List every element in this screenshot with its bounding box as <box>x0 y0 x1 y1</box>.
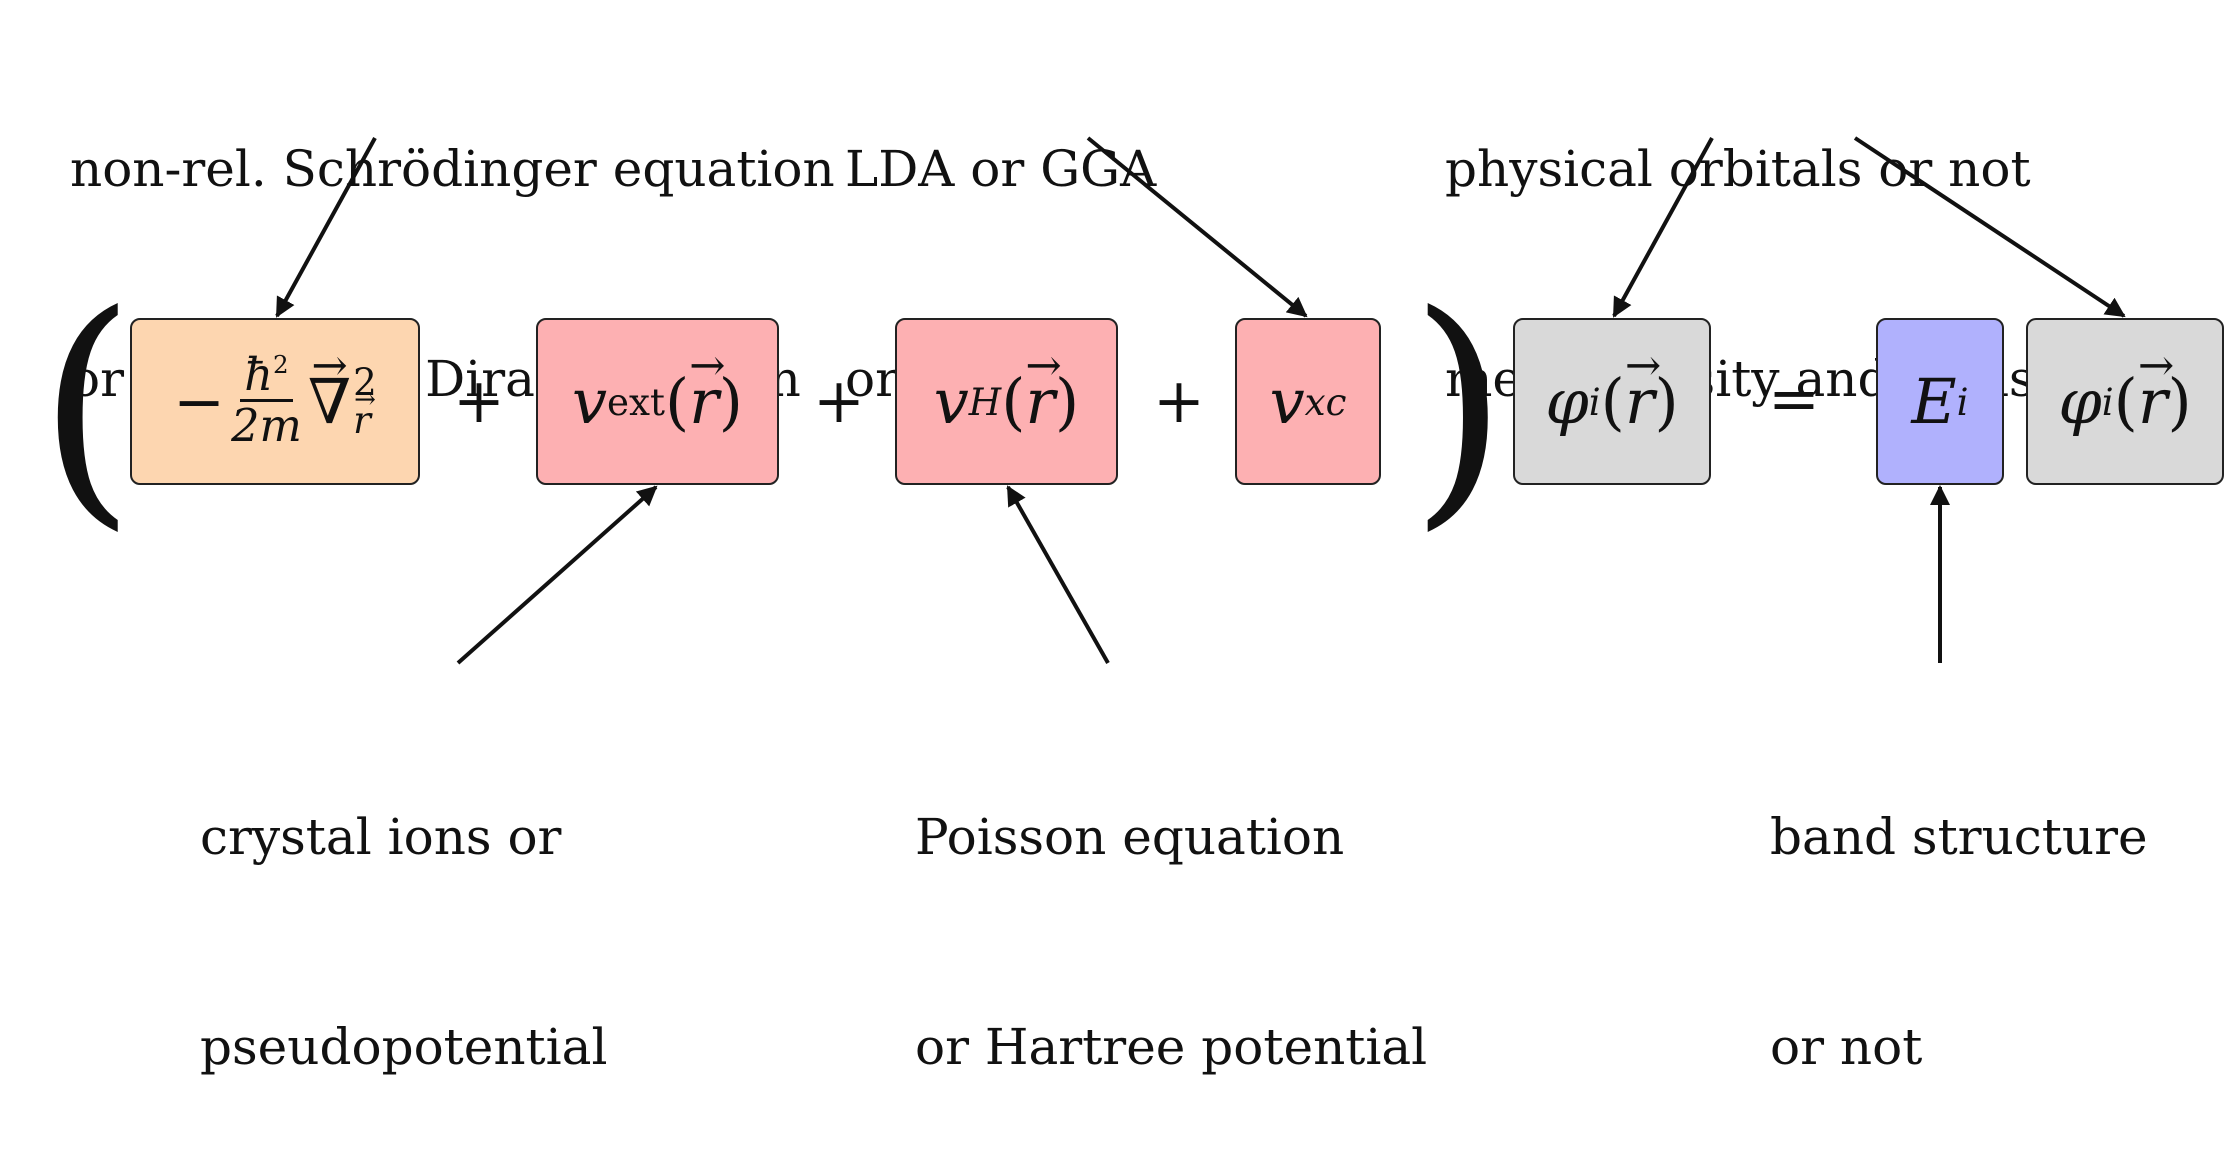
arrow-functional <box>1086 136 1308 318</box>
phi-symbol: φ <box>2058 365 2102 438</box>
orbital-box-right: φi(r) <box>2026 318 2224 485</box>
phi-symbol: φ <box>1545 365 1589 438</box>
open-paren: ( <box>1600 365 1625 438</box>
v-symbol: v <box>1269 365 1305 438</box>
plus-sign: + <box>1153 364 1205 437</box>
arrow-ions <box>456 485 658 665</box>
open-paren: ( <box>1001 365 1026 438</box>
orbital-box-left: φi(r) <box>1513 318 1711 485</box>
annotation-line: or not <box>1770 1018 1923 1076</box>
annotation-line: Poisson equation <box>915 808 1345 866</box>
kinetic-term-box: − ħ2 2m ∇ 2 r <box>130 318 420 485</box>
plus-sign: + <box>453 364 505 437</box>
nabla-operator: ∇ <box>308 341 352 438</box>
position-vector: r <box>1025 341 1055 438</box>
open-paren: ( <box>2113 365 2138 438</box>
plus-sign: + <box>813 364 865 437</box>
position-vector: r <box>689 341 719 438</box>
annotation-line: band structure <box>1770 808 2148 866</box>
minus-sign: − <box>173 365 226 438</box>
nabla-subscript: r <box>353 387 377 439</box>
arrow-schrodinger <box>275 137 377 318</box>
annotation-line: physical orbitals or not <box>1445 140 2031 198</box>
annotation-line: or Hartree potential <box>915 1018 1428 1076</box>
v-symbol: v <box>571 365 608 438</box>
position-vector: r <box>2138 341 2168 438</box>
annotation-line: pseudopotential <box>200 1018 608 1076</box>
hbar-symbol: ħ <box>244 349 274 402</box>
i-subscript: i <box>1956 379 1969 424</box>
left-parenthesis: ( <box>38 261 136 552</box>
fraction-denominator: 2m <box>231 399 302 452</box>
arrow-basis-set <box>1853 136 2126 318</box>
annotation-line: non-rel. Schrödinger equation <box>70 140 835 198</box>
arrow-physical-orbitals <box>1612 137 1714 318</box>
energy-symbol: E <box>1911 365 1957 438</box>
i-subscript: i <box>1588 379 1601 424</box>
equals-sign: = <box>1768 362 1820 435</box>
arrow-layer <box>275 136 2126 665</box>
v-symbol: v <box>933 365 969 438</box>
xc-subscript: xc <box>1304 379 1347 424</box>
ext-subscript: ext <box>607 379 665 424</box>
annotation-line: LDA or GGA <box>845 140 1157 198</box>
open-paren: ( <box>664 365 690 438</box>
hbar-fraction: ħ2 2m <box>231 352 302 451</box>
hbar-exponent: 2 <box>273 349 289 379</box>
position-vector: r <box>1625 341 1655 438</box>
arrow-poisson <box>1006 485 1110 664</box>
right-parenthesis: ) <box>1410 261 1508 552</box>
annotation-line: crystal ions or <box>200 808 562 866</box>
i-subscript: i <box>2101 379 2114 424</box>
hartree-potential-box: vH(r) <box>895 318 1118 485</box>
h-subscript: H <box>968 379 1002 424</box>
